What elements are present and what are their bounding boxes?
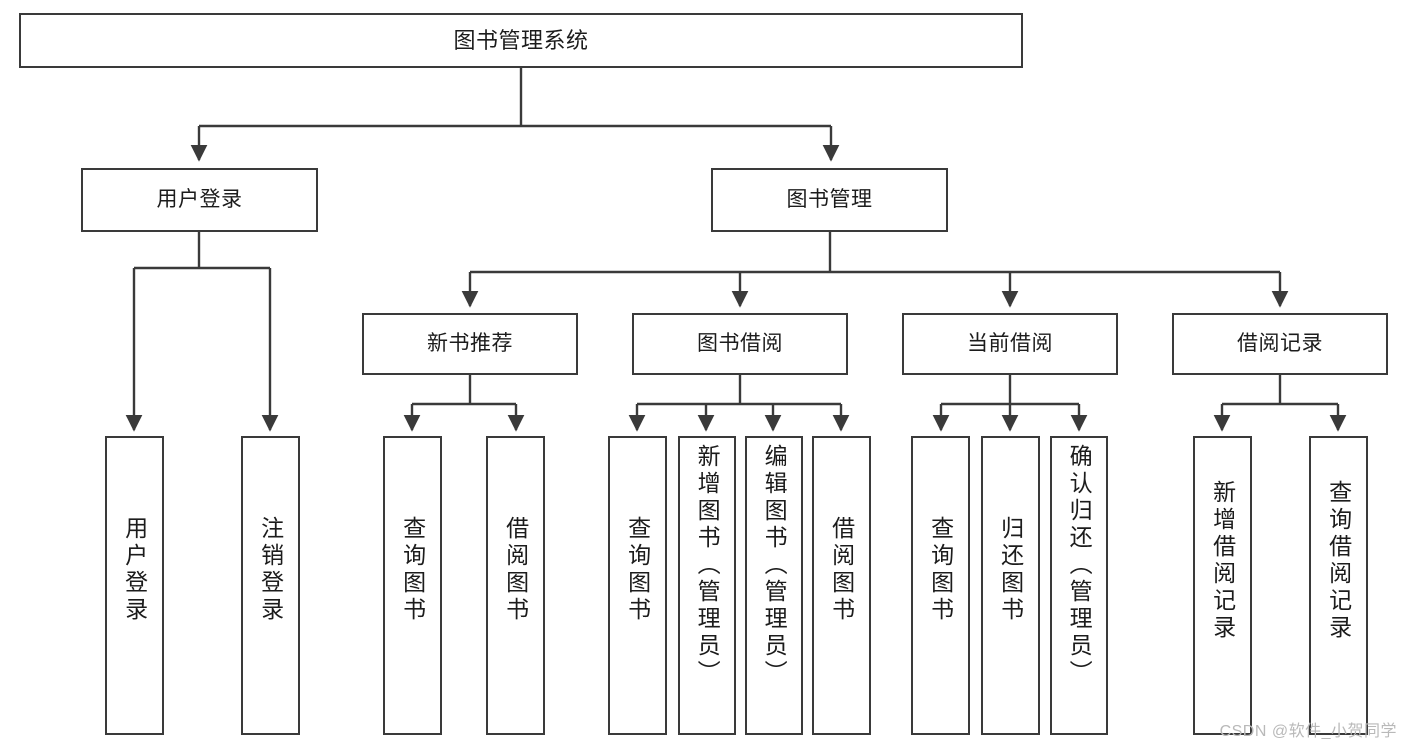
node-label: 归还图书 xyxy=(997,516,1024,624)
node-label: 图书借阅 xyxy=(697,331,783,355)
node-label: 编辑图书（管理员） xyxy=(761,444,788,687)
node-root-system[interactable]: 图书管理系统 xyxy=(19,13,1023,68)
node-label: 借阅图书 xyxy=(502,516,529,624)
leaf-confirm-return-admin[interactable]: 确认归还（管理员） xyxy=(1050,436,1108,735)
leaf-query-book-borrow[interactable]: 查询图书 xyxy=(608,436,667,735)
leaf-add-borrow-record[interactable]: 新增借阅记录 xyxy=(1193,436,1252,735)
node-label: 新增图书（管理员） xyxy=(694,444,721,687)
leaf-return-book[interactable]: 归还图书 xyxy=(981,436,1040,735)
leaf-add-book-admin[interactable]: 新增图书（管理员） xyxy=(678,436,736,735)
node-borrow-record[interactable]: 借阅记录 xyxy=(1172,313,1388,375)
node-label: 查询图书 xyxy=(399,516,426,624)
node-label: 当前借阅 xyxy=(967,331,1053,355)
node-label: 图书管理系统 xyxy=(453,27,589,53)
leaf-borrow-book-recommend[interactable]: 借阅图书 xyxy=(486,436,545,735)
leaf-query-book-current[interactable]: 查询图书 xyxy=(911,436,970,735)
node-book-management[interactable]: 图书管理 xyxy=(711,168,948,232)
leaf-logout[interactable]: 注销登录 xyxy=(241,436,300,735)
leaf-user-login[interactable]: 用户登录 xyxy=(105,436,164,735)
node-label: 借阅图书 xyxy=(828,516,855,624)
node-current-borrow[interactable]: 当前借阅 xyxy=(902,313,1118,375)
node-label: 用户登录 xyxy=(156,187,243,211)
leaf-query-book-recommend[interactable]: 查询图书 xyxy=(383,436,442,735)
leaf-borrow-book[interactable]: 借阅图书 xyxy=(812,436,871,735)
node-label: 确认归还（管理员） xyxy=(1066,444,1093,687)
node-book-borrow[interactable]: 图书借阅 xyxy=(632,313,848,375)
node-label: 查询图书 xyxy=(927,516,954,624)
node-user-login[interactable]: 用户登录 xyxy=(81,168,318,232)
node-label: 新增借阅记录 xyxy=(1209,480,1236,642)
node-label: 用户登录 xyxy=(121,516,148,624)
node-label: 借阅记录 xyxy=(1237,331,1323,355)
node-label: 注销登录 xyxy=(257,516,284,624)
node-label: 新书推荐 xyxy=(427,331,513,355)
leaf-query-borrow-record[interactable]: 查询借阅记录 xyxy=(1309,436,1368,735)
node-label: 查询图书 xyxy=(624,516,651,624)
node-label: 图书管理 xyxy=(786,187,873,211)
node-new-book-recommend[interactable]: 新书推荐 xyxy=(362,313,578,375)
node-label: 查询借阅记录 xyxy=(1325,480,1352,642)
leaf-edit-book-admin[interactable]: 编辑图书（管理员） xyxy=(745,436,803,735)
